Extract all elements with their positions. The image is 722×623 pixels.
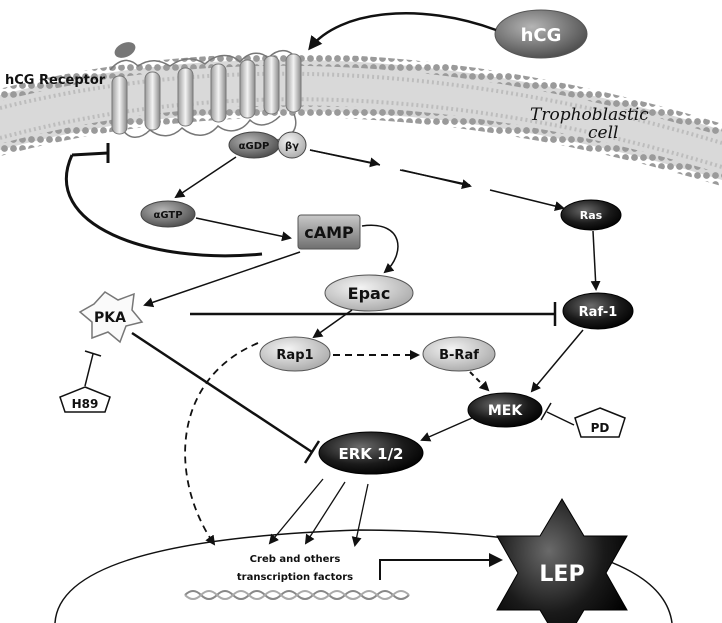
mek-label: MEK <box>488 403 523 419</box>
h89-label: H89 <box>72 397 99 411</box>
erk-label: ERK 1/2 <box>339 445 404 463</box>
h89-inhibits-pka <box>84 353 94 387</box>
creb-label-2: transcription factors <box>237 572 353 583</box>
camp-inhibits-receptor <box>64 154 263 258</box>
agdp-to-agtp-arrow <box>174 156 237 199</box>
erk-to-creb-arrow-1 <box>268 478 324 545</box>
mek-node <box>467 392 543 428</box>
ras-to-raf1-arrow <box>590 230 601 291</box>
bg-to-ras-arrow <box>309 149 563 208</box>
agtp-node <box>140 200 196 228</box>
bg-label: βγ <box>285 141 299 152</box>
mek-to-erk-arrow <box>420 417 473 442</box>
epac-node <box>324 274 414 312</box>
creb-label-1: Creb and others <box>250 554 341 565</box>
hcg-receptor <box>109 42 302 141</box>
bg-node <box>277 131 307 159</box>
epac-to-rap1-arrow <box>312 309 353 339</box>
raf1-to-mek-arrow <box>530 329 584 393</box>
rap1-label: Rap1 <box>276 348 313 363</box>
erk-to-creb-arrow-2 <box>304 481 346 545</box>
braf-to-mek-arrow <box>469 371 490 392</box>
dna-strand <box>184 590 410 600</box>
epac-label: Epac <box>348 284 391 303</box>
pathway-edges <box>64 143 601 580</box>
lep-node <box>496 498 628 623</box>
pd-label: PD <box>591 421 610 435</box>
raf1-node <box>562 292 634 330</box>
pd-node <box>574 407 626 438</box>
rap1-node <box>259 336 331 372</box>
hcg-to-receptor-arrow <box>308 12 497 51</box>
hcg-node <box>494 9 588 59</box>
pka-node <box>78 291 144 344</box>
agtp-to-camp-arrow <box>195 217 292 242</box>
camp-to-epac-arrow <box>361 224 399 274</box>
erk-to-creb-arrow-3 <box>351 483 369 547</box>
agdp-label: αGDP <box>239 141 270 152</box>
nuclear-membrane <box>54 529 673 623</box>
agtp-label: αGTP <box>153 210 182 221</box>
receptor-label: hCG Receptor <box>5 73 106 88</box>
raf1-label: Raf-1 <box>579 305 618 320</box>
ras-label: Ras <box>580 209 603 222</box>
erk-node <box>318 431 424 475</box>
hcg-label: hCG <box>521 25 562 46</box>
rap1-to-creb-arrow <box>184 342 259 546</box>
camp-to-pka-arrow <box>143 251 301 308</box>
braf-label: B-Raf <box>439 348 479 363</box>
pka-label: PKA <box>94 310 126 326</box>
cell-label-2: cell <box>588 123 618 143</box>
braf-node <box>422 336 496 372</box>
cell-label: Trophoblastic <box>530 105 649 125</box>
pd-inhibits-mek <box>546 411 575 426</box>
pka-inhibits-erk <box>131 331 313 454</box>
h89-node <box>59 386 111 413</box>
creb-to-lep-arrow <box>379 553 503 580</box>
camp-node <box>297 214 361 250</box>
lep-label: LEP <box>539 562 584 587</box>
camp-label: cAMP <box>304 223 354 242</box>
